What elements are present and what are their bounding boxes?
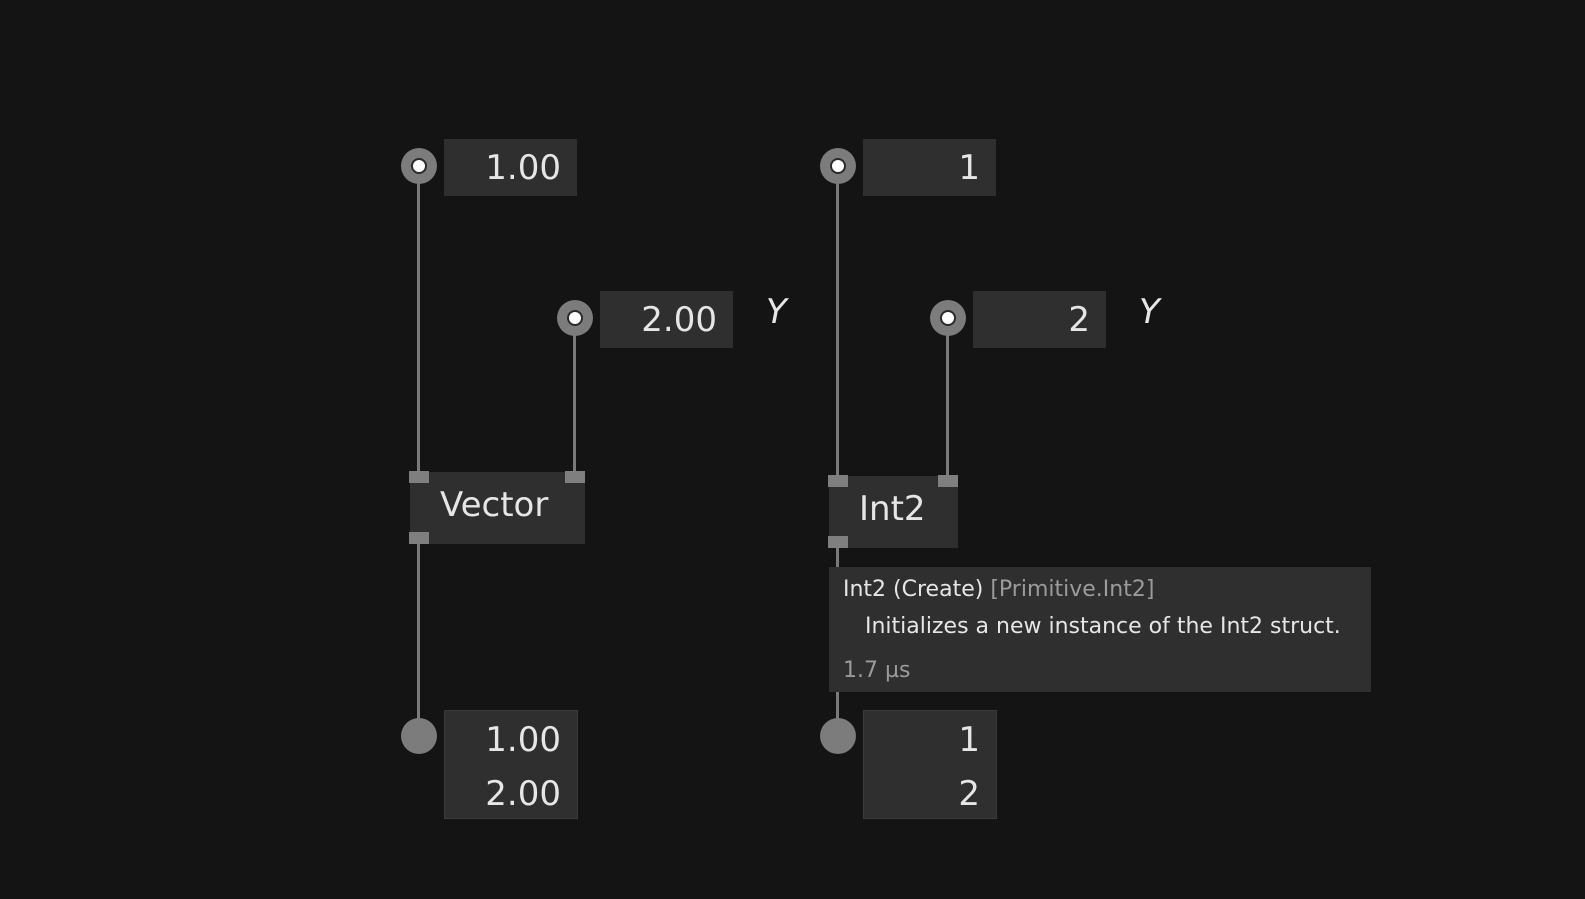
int2-x-wire [836,181,839,479]
node-tooltip: Int2 (Create) [Primitive.Int2] Initializ… [829,567,1371,692]
vector-y-label: Y [766,292,787,332]
tooltip-title-row: Int2 (Create) [Primitive.Int2] [843,577,1154,602]
int2-output-y: 2 [958,774,980,814]
vector-node-input-port-y[interactable] [565,471,585,483]
vector-node-label: Vector [440,485,549,525]
tooltip-category: [Primitive.Int2] [990,577,1155,602]
int2-y-label: Y [1139,292,1160,332]
int2-node[interactable]: Int2 [829,476,958,548]
int2-y-input-field[interactable]: 2 [973,291,1106,348]
vector-y-wire [573,333,576,476]
vector-output-x: 1.00 [485,720,561,760]
int2-node-input-port-x[interactable] [828,475,848,487]
vector-x-wire [417,181,420,476]
int2-x-input-field[interactable]: 1 [863,139,996,196]
int2-y-wire [946,333,949,479]
vector-x-input-pin[interactable] [401,148,437,184]
int2-node-input-port-y[interactable] [938,475,958,487]
tooltip-description: Initializes a new instance of the Int2 s… [865,614,1341,639]
vector-output-values: 1.00 2.00 [444,710,578,819]
int2-node-output-port[interactable] [828,536,848,548]
vector-node-input-port-x[interactable] [409,471,429,483]
int2-output-values: 1 2 [863,710,997,819]
vector-output-y: 2.00 [485,774,561,814]
vector-node-output-port[interactable] [409,532,429,544]
int2-node-label: Int2 [859,489,926,529]
int2-output-pin[interactable] [820,718,856,754]
tooltip-timing: 1.7 µs [843,658,911,683]
tooltip-title: Int2 (Create) [843,577,984,602]
int2-y-input-pin[interactable] [930,300,966,336]
vector-output-pin[interactable] [401,718,437,754]
vector-output-wire [417,543,420,735]
vector-x-input-field[interactable]: 1.00 [444,139,577,196]
vector-y-input-field[interactable]: 2.00 [600,291,733,348]
int2-x-input-pin[interactable] [820,148,856,184]
vector-y-input-pin[interactable] [557,300,593,336]
vector-node[interactable]: Vector [410,472,585,544]
int2-output-x: 1 [958,720,980,760]
